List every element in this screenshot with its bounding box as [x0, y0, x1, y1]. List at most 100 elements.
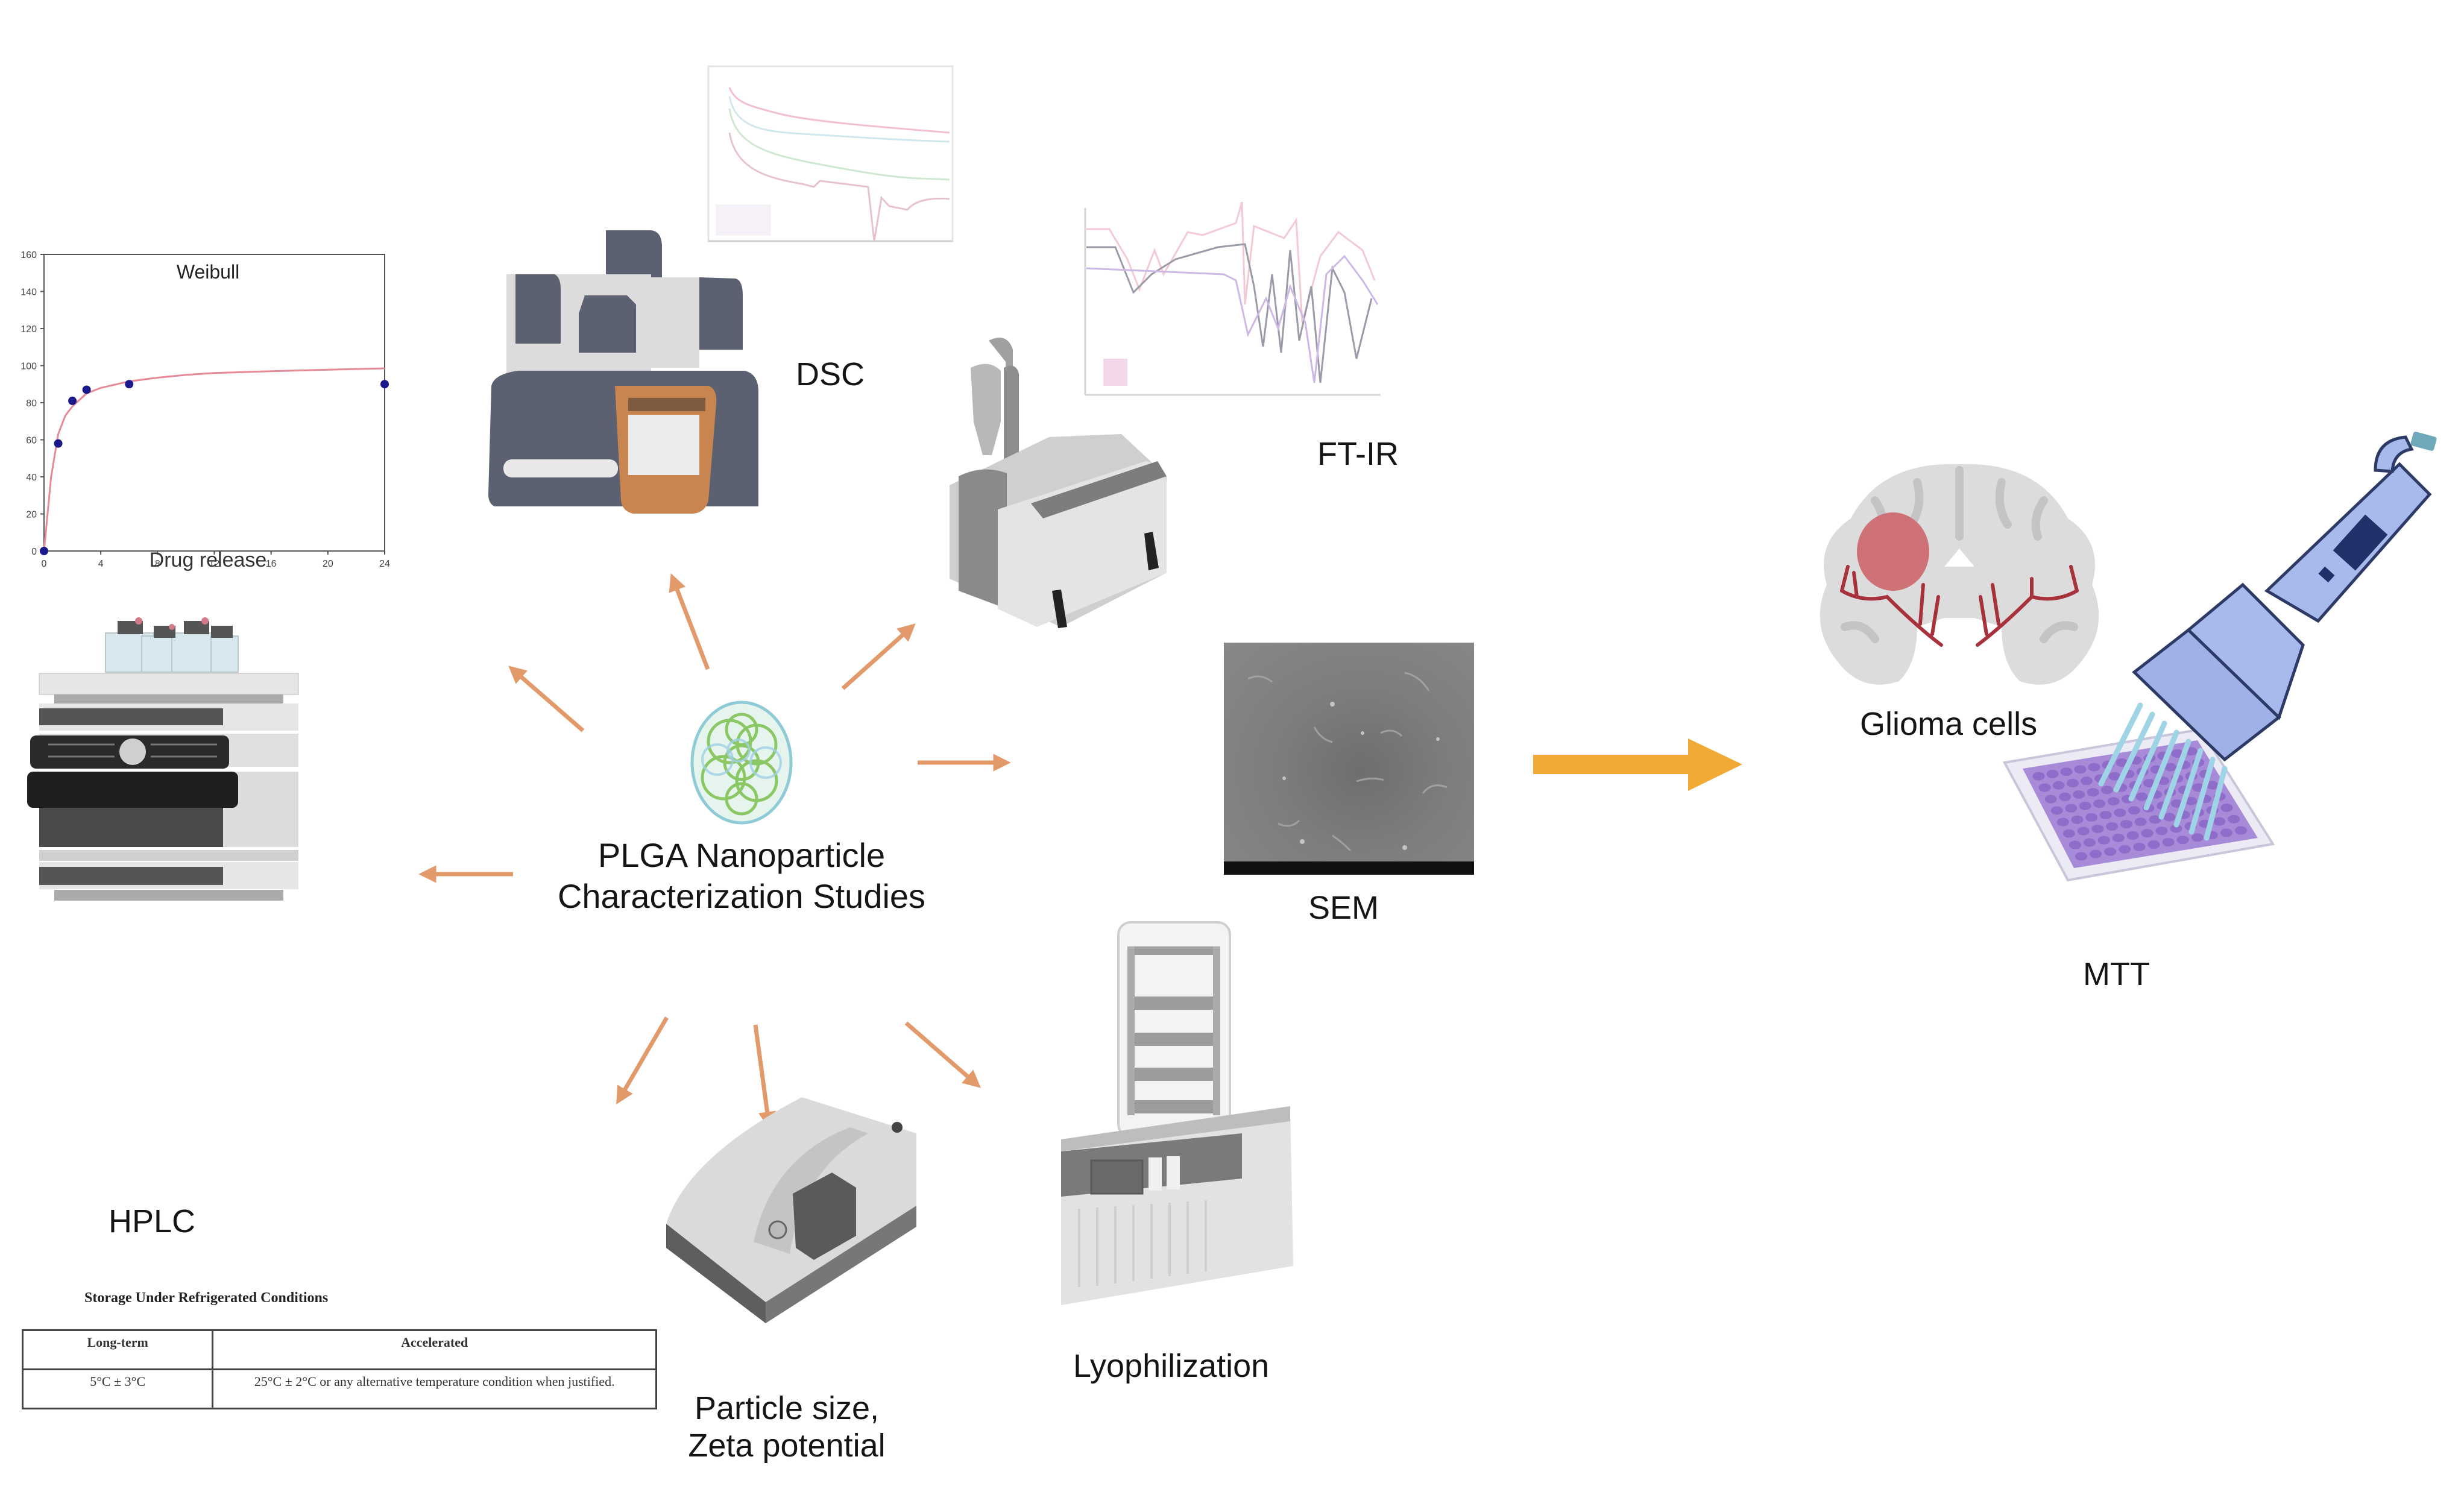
center-title-line2: Characterization Studies	[557, 877, 926, 916]
plate-well	[2060, 767, 2073, 776]
plate-well	[2126, 831, 2139, 840]
plate-well	[2128, 806, 2140, 815]
label-mtt: MTT	[2083, 956, 2150, 992]
plate-well	[2075, 852, 2088, 861]
plate-well	[2100, 786, 2113, 795]
sem-micrograph	[1224, 643, 1474, 875]
arrow-to-ftir	[841, 623, 916, 690]
x-tick-label: 0	[42, 559, 47, 569]
plate-well	[2170, 824, 2182, 833]
cell-long-term: 5°C ± 3°C	[21, 1368, 214, 1409]
mtt-assay-icon	[2002, 432, 2437, 882]
plate-well	[2107, 797, 2120, 806]
zetasizer-instrument-icon	[666, 1097, 916, 1323]
ftir-spectrum	[1084, 202, 1381, 396]
y-tick-label: 100	[20, 362, 37, 372]
plot-frame	[43, 254, 385, 552]
dsc-thermogram	[707, 65, 954, 242]
plate-well	[2044, 795, 2057, 804]
plate-well	[2106, 822, 2119, 831]
table-row: 5°C ± 3°C 25°C ± 2°C or any alternative …	[21, 1368, 657, 1409]
center-title: PLGA Nanoparticle Characterization Studi…	[531, 835, 953, 918]
arrow-to-particle-size	[753, 1024, 777, 1130]
plate-well	[2066, 779, 2079, 788]
y-tick-label: 40	[26, 473, 37, 483]
plate-well	[2162, 838, 2175, 847]
plate-well	[2062, 829, 2075, 838]
plate-well	[2149, 815, 2161, 824]
lyophilizer-instrument-icon	[1061, 921, 1293, 1305]
plate-well	[2112, 833, 2125, 842]
plate-well	[2090, 849, 2102, 858]
plate-well	[2081, 776, 2093, 786]
plate-well	[2065, 804, 2078, 813]
plate-well	[2228, 814, 2240, 823]
plate-well	[2056, 817, 2069, 826]
plate-well	[2093, 799, 2106, 808]
plate-well	[2171, 749, 2184, 758]
plate-well	[2099, 811, 2112, 820]
data-point	[68, 396, 77, 405]
weibull-fit-curve	[43, 367, 385, 552]
data-point	[125, 380, 134, 389]
label-particle-size: Particle size, Zeta potential	[688, 1390, 886, 1464]
plate-well	[2046, 769, 2059, 778]
brain-glioma-icon	[1820, 464, 2099, 685]
y-tick-label: 20	[26, 510, 37, 520]
chart-title: Weibull	[177, 261, 239, 283]
plate-well	[2163, 813, 2176, 822]
plate-well	[2087, 788, 2099, 797]
plate-well	[2143, 778, 2155, 787]
plate-well	[2220, 828, 2232, 837]
plate-well	[2119, 845, 2131, 854]
plate-well	[2091, 824, 2104, 833]
plate-well	[2074, 765, 2087, 774]
label-hplc: HPLC	[109, 1203, 196, 1239]
y-tick-label: 80	[26, 398, 37, 409]
y-tick-label: 140	[20, 288, 37, 298]
plate-well	[2116, 758, 2128, 767]
plate-well	[2220, 804, 2233, 813]
label-sem: SEM	[1308, 890, 1379, 926]
label-ftir: FT-IR	[1317, 436, 1399, 472]
multichannel-pipette-icon	[2098, 432, 2437, 841]
header-long-term: Long-term	[21, 1329, 214, 1370]
y-tick-label: 60	[26, 436, 37, 446]
plate-well	[2083, 838, 2096, 847]
plate-well	[2120, 820, 2132, 829]
data-point	[380, 380, 389, 389]
plate-well	[2073, 790, 2085, 799]
plate-well	[2135, 792, 2148, 801]
sem-scale-bar	[1224, 861, 1474, 875]
header-accelerated: Accelerated	[212, 1329, 657, 1370]
plate-well	[2108, 772, 2121, 781]
x-tick-label: 12	[209, 559, 220, 569]
x-tick-label: 24	[379, 559, 390, 569]
plate-well	[2104, 847, 2117, 856]
data-point	[54, 439, 63, 448]
plate-well	[2088, 763, 2100, 772]
x-tick-label: 8	[155, 559, 160, 569]
plate-well	[2114, 808, 2126, 817]
plate-well	[2050, 806, 2063, 815]
label-glioma-cells: Glioma cells	[1860, 706, 2038, 742]
plate-well	[2069, 840, 2081, 849]
dsc-instrument-icon	[488, 230, 758, 514]
plate-well	[2141, 829, 2154, 838]
table-header-row: Long-term Accelerated	[21, 1329, 657, 1370]
storage-table-title: Storage Under Refrigerated Conditions	[84, 1290, 329, 1306]
plate-well	[2176, 836, 2189, 845]
big-arrow-to-glioma	[1533, 738, 1742, 791]
plate-well	[2038, 783, 2051, 792]
plate-well	[2185, 796, 2198, 805]
plate-well	[2147, 840, 2160, 849]
plate-well	[2058, 792, 2071, 801]
arrow-to-lyophilization	[904, 1021, 981, 1088]
y-tick-label: 160	[20, 250, 37, 260]
label-lyophilization: Lyophilization	[1073, 1348, 1270, 1384]
label-dsc: DSC	[796, 356, 865, 392]
x-axis-label: Drug release	[150, 549, 267, 571]
x-tick-label: 20	[323, 559, 333, 569]
plate-well	[2155, 826, 2168, 836]
